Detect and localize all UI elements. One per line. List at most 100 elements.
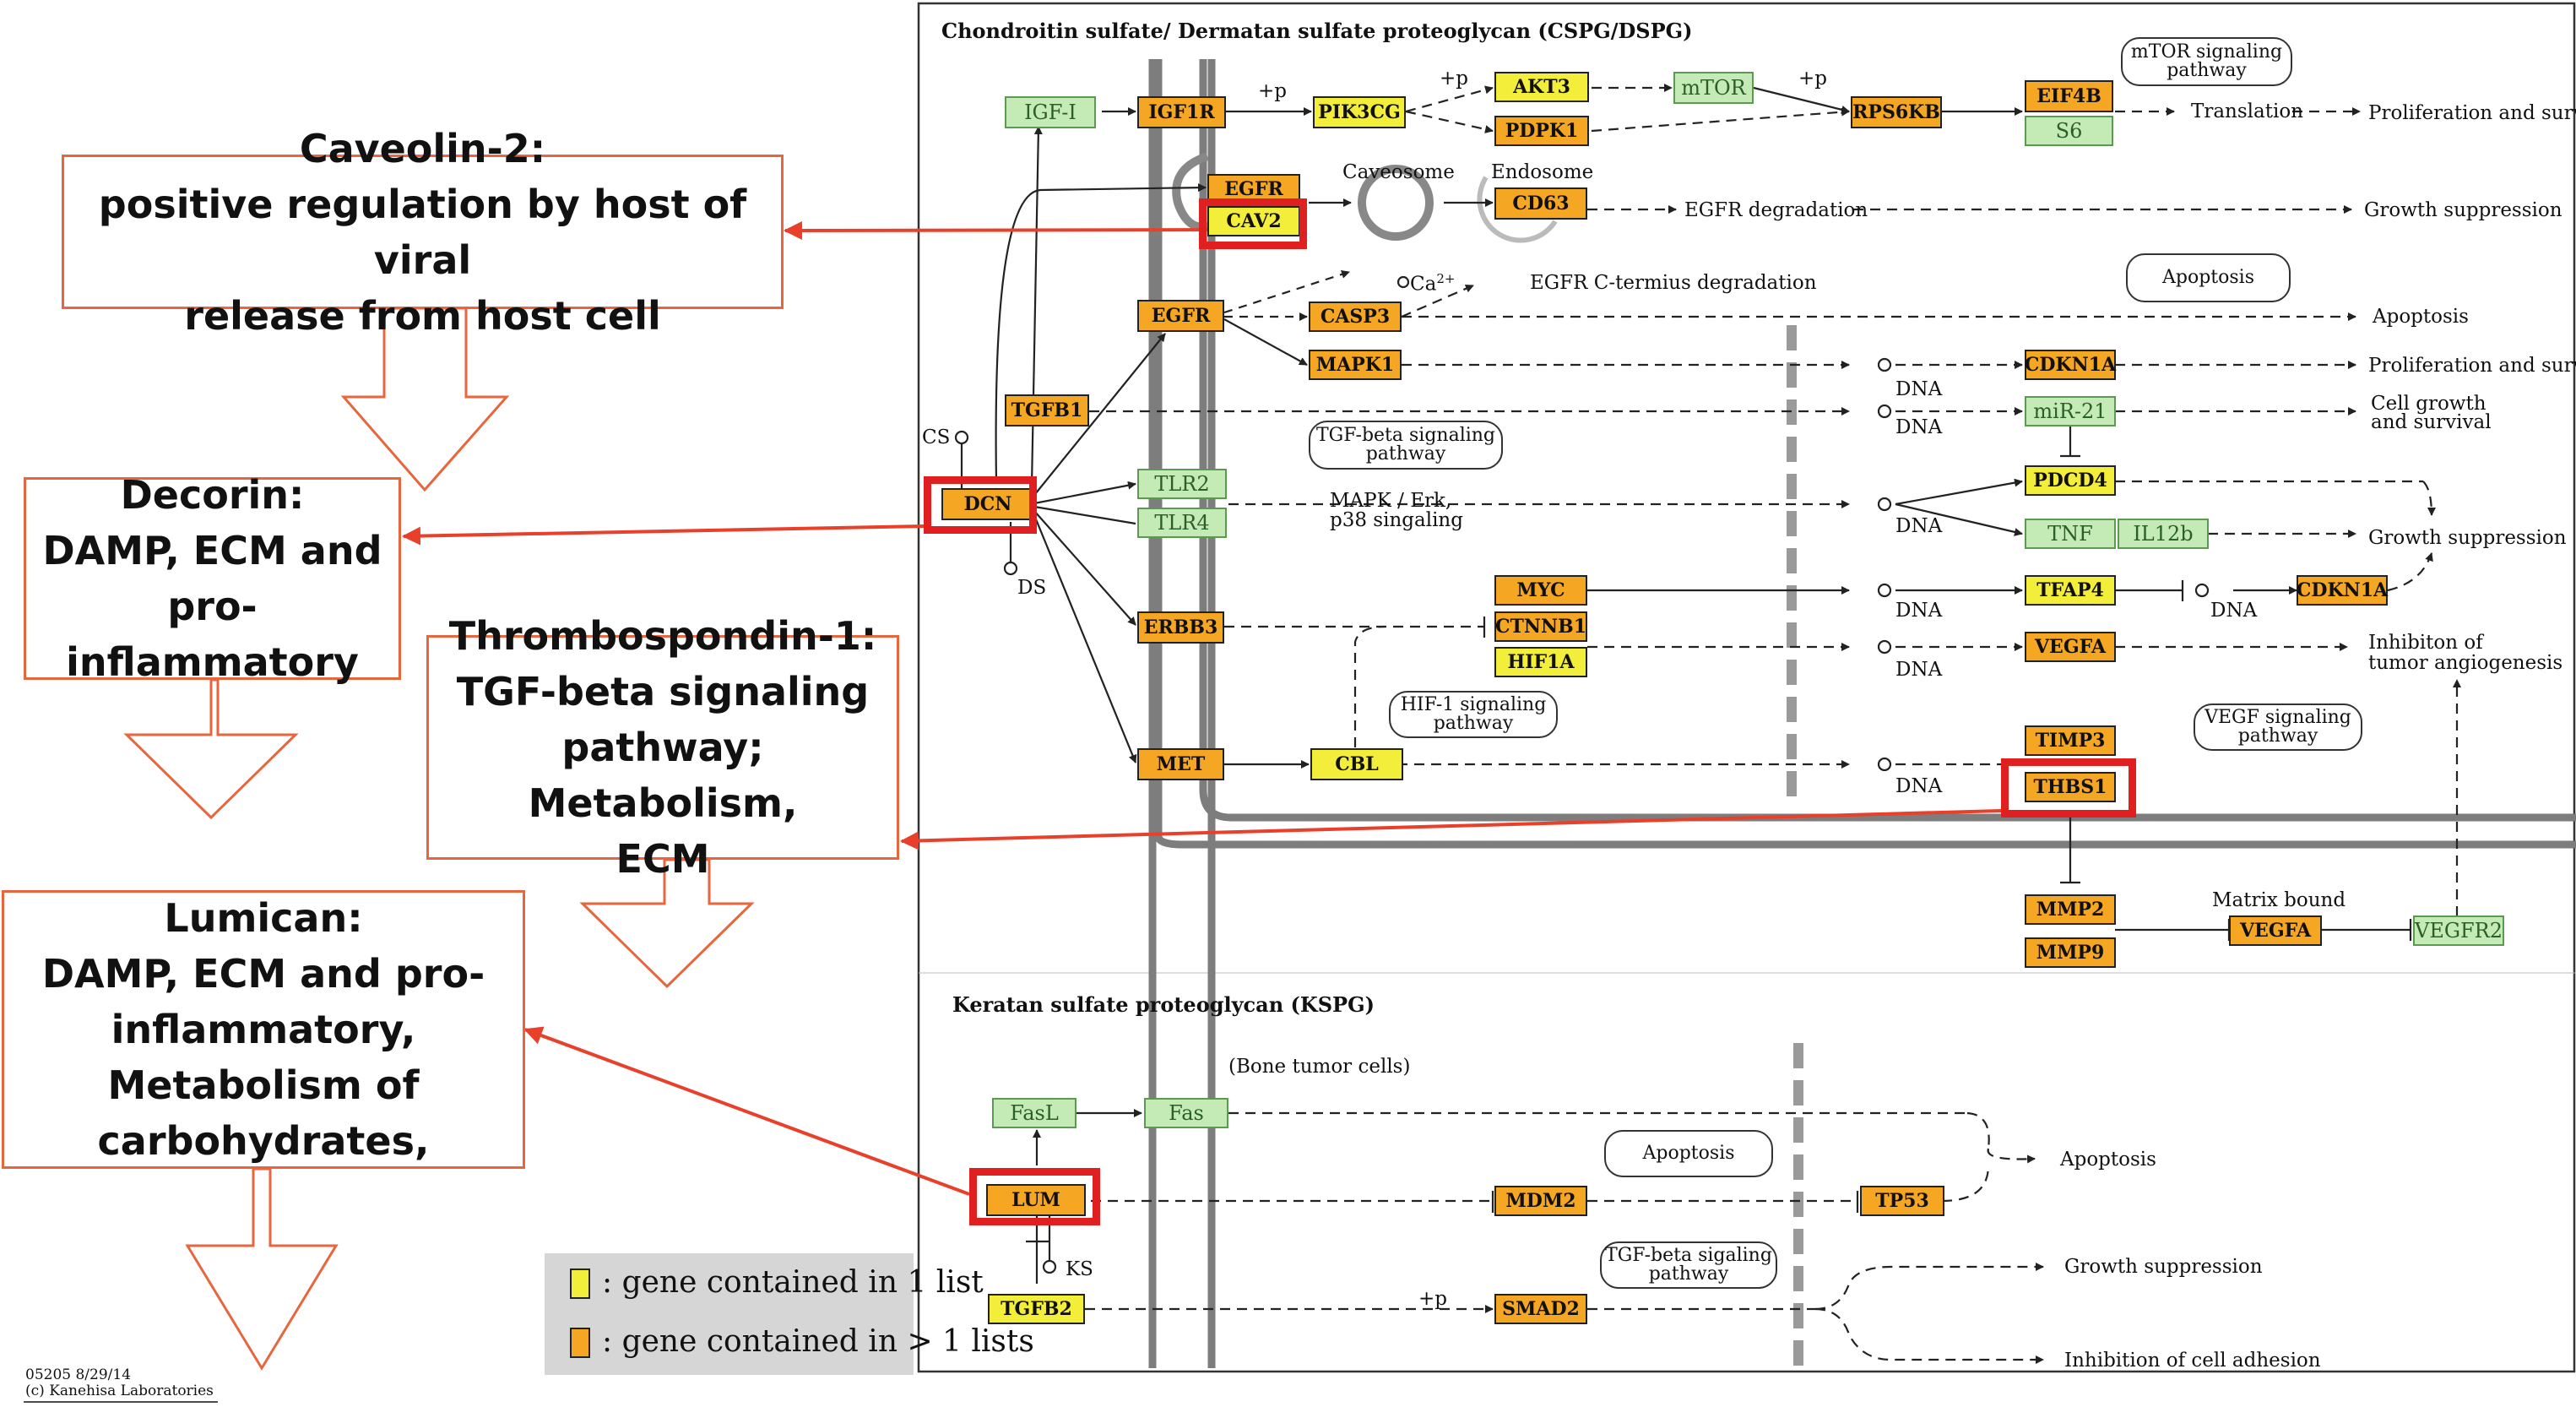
label-dna: DNA: [1895, 378, 1943, 400]
label-cs: CS: [922, 426, 951, 448]
gene-tgfb1: TGFB1: [1005, 394, 1089, 426]
gene-erbb3: ERBB3: [1137, 611, 1224, 644]
section-title-cspg: Chondroitin sulfate/ Dermatan sulfate pr…: [941, 19, 1693, 43]
callout-line: Thrombospondin-1:: [448, 613, 877, 659]
pill-mtor-pathway: mTOR signaling pathway: [2121, 37, 2292, 86]
label-p1: +p: [1258, 80, 1287, 102]
callout-line: carbohydrates,: [97, 1118, 430, 1164]
pill-tgf-pathway-k: TGF-beta sigaling pathway: [1600, 1241, 1777, 1289]
pill-text: Apoptosis: [2161, 267, 2254, 288]
gene-egfr: EGFR: [1137, 300, 1224, 332]
callout-line: DAMP, ECM and: [42, 528, 382, 573]
pill-vegf-pathway: VEGF signaling pathway: [2194, 704, 2362, 751]
gene-cdkn1a: CDKN1A: [2025, 350, 2116, 380]
gene-tgfb2: TGFB2: [988, 1294, 1085, 1324]
decorin-callout: Decorin: DAMP, ECM and pro-inflammatory: [24, 472, 401, 685]
legend-swatch-single: [570, 1268, 590, 1299]
label-p3: +p: [1798, 68, 1827, 90]
pathway-frame: [917, 2, 2576, 1373]
gene-tlr2: TLR2: [1137, 469, 1227, 499]
gene-casp3: CASP3: [1309, 302, 1402, 332]
gene-tnf: TNF: [2025, 519, 2116, 549]
gene-myc: MYC: [1494, 575, 1587, 606]
label-ca: Ca2+: [1410, 271, 1456, 296]
gene-fas: Fas: [1144, 1098, 1228, 1128]
cell-membrane: [1148, 59, 2576, 1368]
caveolae-curve: [1172, 152, 1227, 231]
down-arrow-1: [340, 307, 510, 492]
endosome-shape: [1477, 176, 1558, 243]
highlight-thbs1: [2001, 758, 2136, 818]
callout-line: positive regulation by host of viral: [98, 181, 747, 283]
label-p38: p38 singaling: [1330, 509, 1463, 531]
lumican-callout: Lumican: DAMP, ECM and pro- inflammatory…: [2, 890, 525, 1169]
pill-text: HIF-1 signaling: [1400, 694, 1547, 715]
gene-mdm2: MDM2: [1494, 1186, 1587, 1216]
label-apoptosis-k: Apoptosis: [2060, 1149, 2156, 1171]
label-growth-suppression-3: Growth suppression: [2064, 1256, 2263, 1278]
label-p2: +p: [1440, 68, 1468, 90]
label-translation: Translation: [2191, 100, 2303, 122]
label-matrix-bound: Matrix bound: [2212, 889, 2346, 911]
gene-vegfa: VEGFA: [2025, 632, 2116, 662]
label-and-survival: and survival: [2371, 411, 2492, 433]
gene-vegfa-matrix: VEGFA: [2229, 915, 2322, 946]
label-dna: DNA: [2210, 600, 2258, 622]
gene-tfap4: TFAP4: [2025, 575, 2116, 606]
label-mapk-erk: MAPK / Erk,: [1330, 490, 1452, 512]
legend: : gene contained in 1 list : gene contai…: [545, 1253, 1034, 1375]
callout-line: Decorin:: [120, 472, 305, 518]
callout-line: Caveolin-2:: [299, 125, 546, 171]
callout-line: pro-inflammatory: [66, 584, 359, 685]
pill-text: VEGF signaling: [2205, 707, 2351, 728]
label-egfr-cterm: EGFR C-termius degradation: [1530, 272, 1817, 294]
pill-text: TGF-beta sigaling: [1605, 1245, 1772, 1266]
gene-mapk1: MAPK1: [1309, 350, 1402, 380]
legend-label-multi: : gene contained in > 1 lists: [602, 1324, 1034, 1359]
pill-text: Apoptosis: [1642, 1143, 1735, 1164]
label-p4: +p: [1418, 1288, 1447, 1310]
label-apoptosis: Apoptosis: [2373, 306, 2469, 328]
pill-text: pathway: [1648, 1263, 1729, 1285]
gene-lum: LUM: [986, 1184, 1086, 1216]
gene-mmp9: MMP9: [2025, 937, 2116, 968]
pill-text: pathway: [2237, 725, 2318, 747]
gene-pdpk1: PDPK1: [1494, 116, 1589, 146]
label-dna: DNA: [1895, 775, 1943, 797]
pill-hif1-pathway: HIF-1 signaling pathway: [1389, 691, 1558, 738]
callout-line: release from host cell: [184, 292, 661, 339]
label-inhib-angio-2: tumor angiogenesis: [2368, 652, 2563, 674]
label-dna: DNA: [1895, 515, 1943, 537]
callout-line: Metabolism of: [107, 1062, 420, 1108]
section-title-kspg: Keratan sulfate proteoglycan (KSPG): [952, 992, 1375, 1017]
gene-igf1: IGF-I: [1005, 96, 1096, 128]
callout-line: ECM: [616, 836, 710, 882]
gene-il12b: IL12b: [2118, 519, 2209, 549]
gene-dcn: DCN: [941, 488, 1034, 520]
legend-swatch-multi: [570, 1328, 590, 1358]
thrombospondin-callout: Thrombospondin-1: TGF-beta signaling pat…: [426, 613, 899, 882]
caveolin-callout: Caveolin-2: positive regulation by host …: [62, 126, 784, 339]
gene-hif1a: HIF1A: [1494, 647, 1587, 677]
label-egfr-degradation: EGFR degradation: [1684, 199, 1868, 221]
down-arrow-2: [123, 678, 299, 820]
label-prolif-survival: Proliferation and survival: [2368, 102, 2576, 124]
pill-text: TGF-beta signaling: [1315, 425, 1496, 446]
callout-line: inflammatory,: [111, 1007, 416, 1052]
callout-line: Lumican:: [164, 895, 363, 941]
label-inhib-angio-1: Inhibiton of: [2368, 632, 2483, 654]
gene-thbs1: THBS1: [2025, 772, 2116, 802]
gene-fasl: FasL: [992, 1098, 1076, 1128]
highlight-dcn: [924, 476, 1037, 534]
down-arrow-3: [579, 858, 755, 989]
callout-line: pathway; Metabolism,: [528, 725, 798, 826]
label-growth-suppression: Growth suppression: [2364, 199, 2562, 221]
gene-akt3: AKT3: [1494, 72, 1589, 102]
pill-apoptosis: Apoptosis: [2126, 253, 2291, 302]
label-ds: DS: [1017, 577, 1047, 599]
gene-s6: S6: [2025, 116, 2113, 146]
gene-timp3: TIMP3: [2025, 725, 2116, 756]
gene-pik3cg: PIK3CG: [1313, 96, 1406, 128]
pill-text: pathway: [1365, 443, 1446, 464]
gene-mmp2: MMP2: [2025, 894, 2116, 925]
